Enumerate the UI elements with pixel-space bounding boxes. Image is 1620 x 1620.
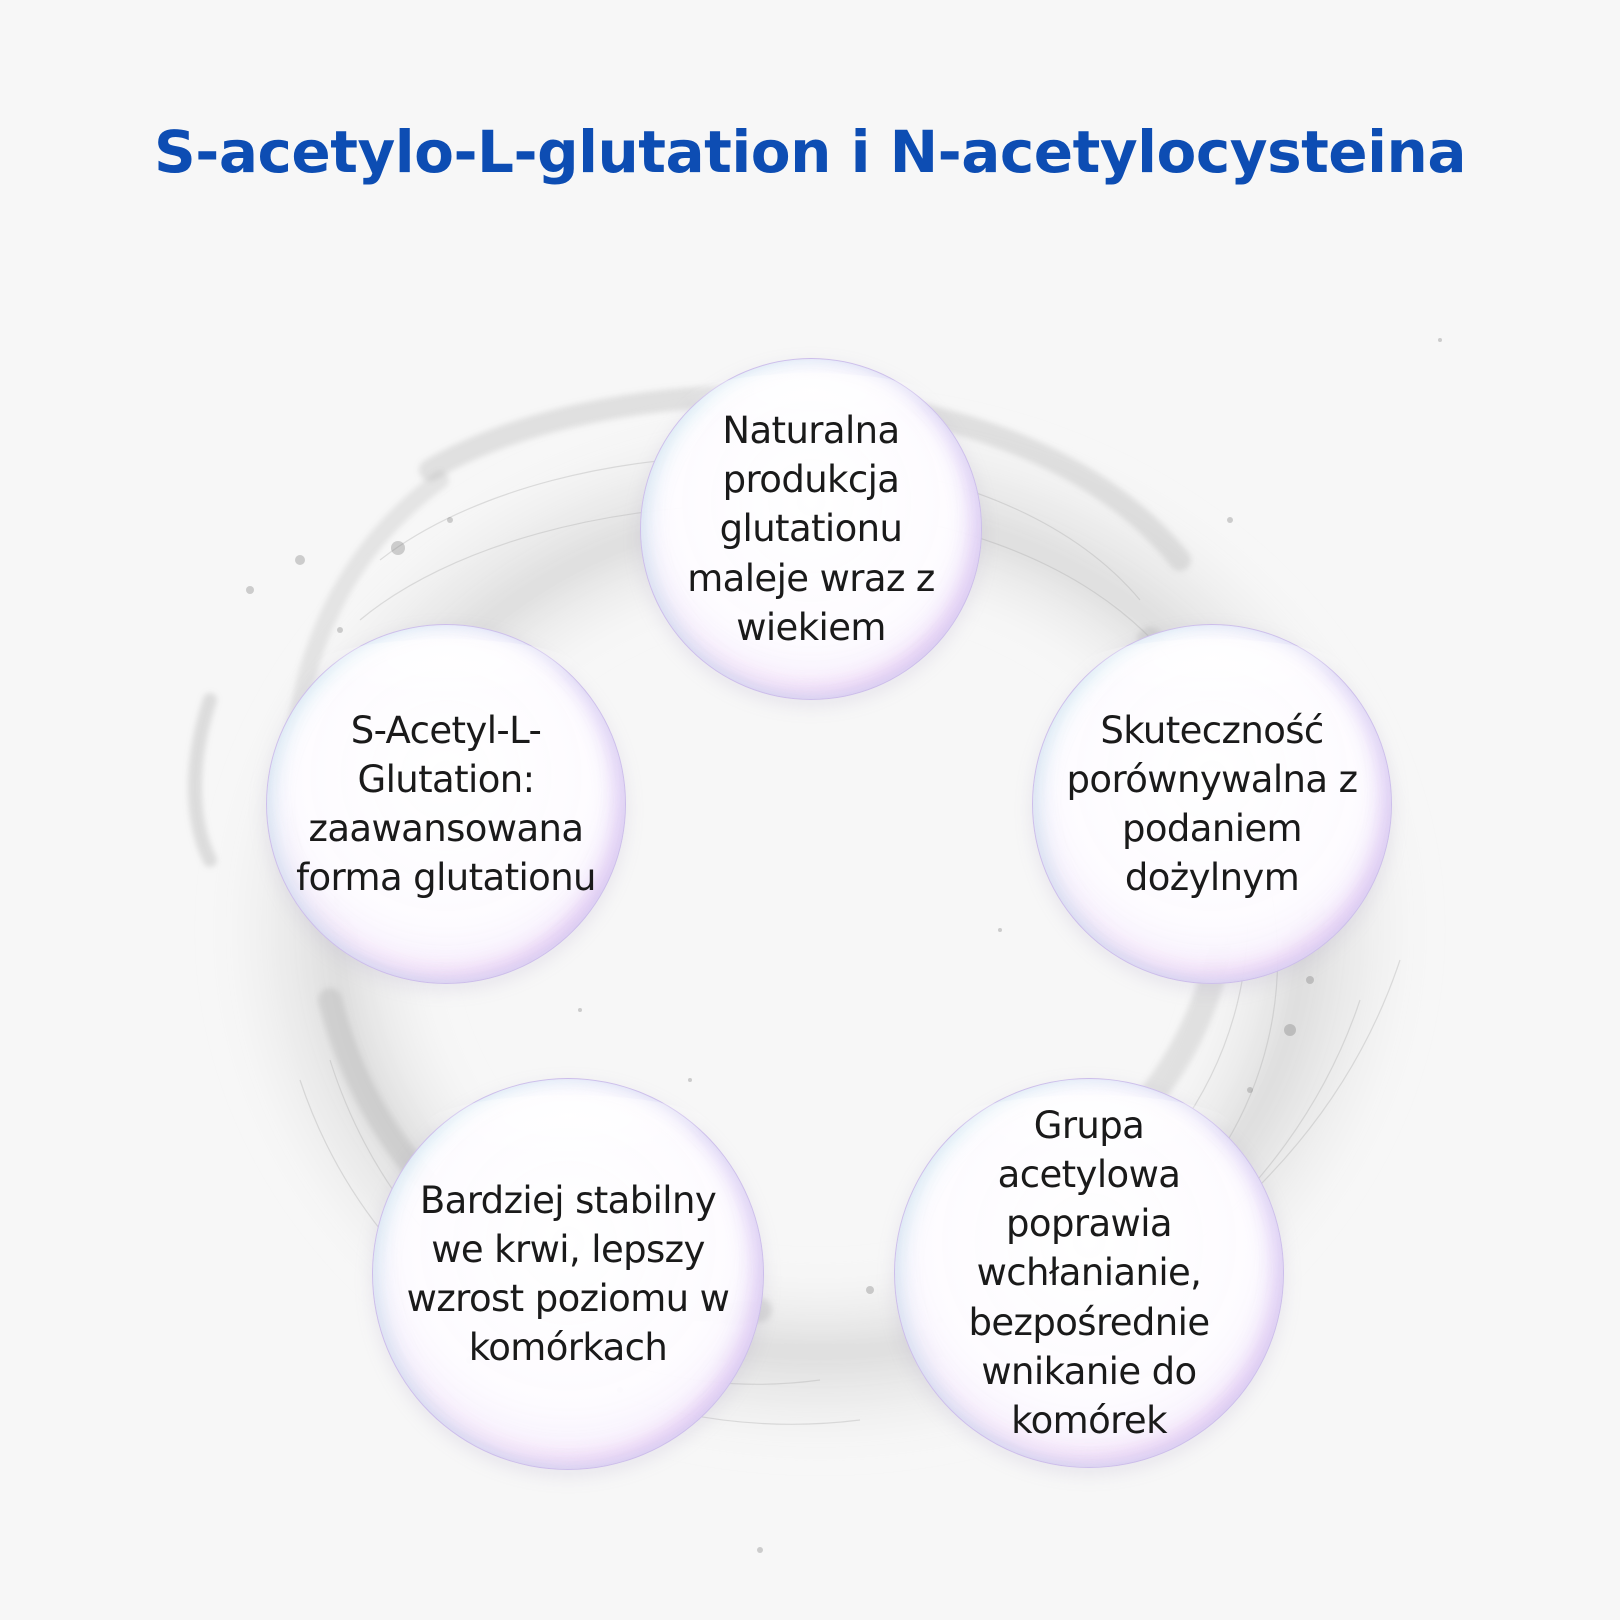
bubble-text: Naturalna produkcja glutationu maleje wr… [687, 408, 935, 649]
bubble-text: Grupa acetylowa poprawia wchłanianie, be… [968, 1103, 1210, 1442]
bubble-advanced-form: S-Acetyl-L-Glutation: zaawansowana forma… [266, 624, 626, 984]
bubble-text: Skuteczność porównywalna z podaniem doży… [1066, 708, 1358, 900]
bubble-acetyl-group: Grupa acetylowa poprawia wchłanianie, be… [894, 1078, 1284, 1468]
page-title: S-acetylo-L-glutation i N-acetylocystein… [154, 118, 1466, 186]
bubble-stability: Bardziej stabilny we krwi, lepszy wzrost… [372, 1078, 764, 1470]
bubble-text: Bardziej stabilny we krwi, lepszy wzrost… [406, 1178, 730, 1370]
bubble-natural-production: Naturalna produkcja glutationu maleje wr… [640, 358, 982, 700]
bubble-text: S-Acetyl-L-Glutation: zaawansowana forma… [296, 708, 596, 900]
bubble-efficacy: Skuteczność porównywalna z podaniem doży… [1032, 624, 1392, 984]
